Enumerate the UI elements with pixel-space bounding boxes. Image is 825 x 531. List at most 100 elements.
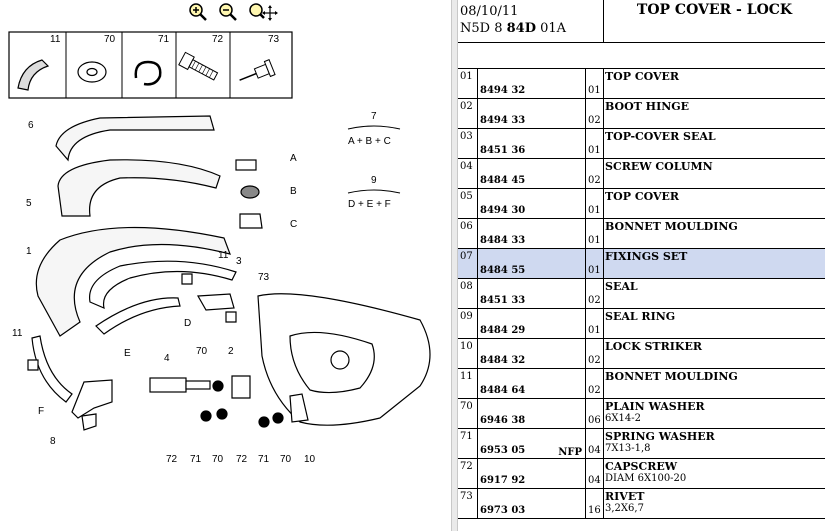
- ref-cell: 8484 45: [478, 159, 586, 188]
- part-reference: 8494 33: [480, 115, 526, 126]
- row-number: 02: [458, 99, 478, 128]
- part-reference: 8451 33: [480, 295, 526, 306]
- zoom-in-icon[interactable]: [188, 2, 210, 22]
- part-description: BOOT HINGE: [605, 100, 690, 113]
- row-number: 04: [458, 159, 478, 188]
- part-reference: 8484 45: [480, 175, 526, 186]
- callout-4: 4: [164, 353, 170, 364]
- row-number: 07: [458, 249, 478, 278]
- qty-cell: 02: [586, 279, 604, 308]
- callout-5: 5: [26, 198, 32, 209]
- desc-cell: SEAL RING: [604, 309, 825, 338]
- header-spacer-row: [458, 43, 825, 69]
- page-title: TOP COVER - LOCK: [636, 2, 793, 18]
- qty-cell: 01: [586, 129, 604, 158]
- row-number: 08: [458, 279, 478, 308]
- ref-cell: 8451 33: [478, 279, 586, 308]
- part-dimensions: 6X14-2: [605, 413, 641, 424]
- part-description: BONNET MOULDING: [605, 370, 738, 383]
- part-description: FIXINGS SET: [605, 250, 688, 263]
- header-info: 08/10/11 N5D 8 84D 01A: [458, 0, 604, 43]
- part-reference: 6973 03: [480, 505, 526, 516]
- callout-73: 73: [258, 272, 270, 283]
- part-quantity: 02: [588, 115, 601, 126]
- part-description: SEAL RING: [605, 310, 676, 323]
- row-number: 03: [458, 129, 478, 158]
- desc-cell: BONNET MOULDING: [604, 369, 825, 398]
- qty-cell: 01: [586, 219, 604, 248]
- part-quantity: 01: [588, 145, 601, 156]
- part-quantity: 01: [588, 85, 601, 96]
- zoom-out-icon[interactable]: [218, 2, 240, 22]
- callout-71b: 71: [258, 454, 270, 465]
- desc-cell: TOP COVER: [604, 69, 825, 98]
- qty-cell: 01: [586, 249, 604, 278]
- ref-cell: 8494 30: [478, 189, 586, 218]
- ref-cell: 6973 03: [478, 489, 586, 518]
- desc-cell: FIXINGS SET: [604, 249, 825, 278]
- callout-11b: 11: [12, 328, 23, 339]
- part-description: TOP-COVER SEAL: [605, 130, 716, 143]
- part-reference: 8484 33: [480, 235, 526, 246]
- panel-splitter[interactable]: [451, 0, 458, 531]
- part-description: TOP COVER: [605, 70, 680, 83]
- part-quantity: 02: [588, 385, 601, 396]
- desc-cell: LOCK STRIKER: [604, 339, 825, 368]
- exploded-parts-diagram: 11 70 71 72 73 7 A + B + C 9 D + E + F: [8, 31, 431, 465]
- part-quantity: 02: [588, 355, 601, 366]
- part-quantity: 04: [588, 445, 601, 456]
- desc-cell: TOP COVER: [604, 189, 825, 218]
- callout-11: 11: [218, 250, 229, 261]
- moulding-icon: [17, 59, 50, 91]
- parts-list-panel: 08/10/11 N5D 8 84D 01A TOP COVER - LOCK …: [458, 0, 825, 531]
- ref-cell: 8484 55: [478, 249, 586, 278]
- callout-E: E: [124, 348, 131, 359]
- callout-71: 71: [190, 454, 202, 465]
- callout-C: C: [290, 219, 297, 230]
- row-number: 10: [458, 339, 478, 368]
- ref-cell: 8484 33: [478, 219, 586, 248]
- legend-label-73: 73: [268, 34, 280, 45]
- row-number: 70: [458, 399, 478, 428]
- parts-header: 08/10/11 N5D 8 84D 01A TOP COVER - LOCK: [458, 0, 825, 43]
- callout-2: 2: [228, 346, 234, 357]
- ref-cell: 8494 32: [478, 69, 586, 98]
- callout-6: 6: [28, 120, 34, 131]
- part-quantity: 01: [588, 235, 601, 246]
- ref-cell: 8484 64: [478, 369, 586, 398]
- part-description: SPRING WASHER: [605, 430, 715, 443]
- qty-cell: 02: [586, 369, 604, 398]
- part-description: RIVET: [605, 490, 645, 503]
- callout-D: D: [184, 318, 191, 329]
- callout-3: 3: [236, 256, 242, 267]
- part-dimensions: DIAM 6X100-20: [605, 473, 687, 484]
- zoom-pan-icon[interactable]: [248, 2, 280, 22]
- kit-7-formula: A + B + C: [348, 136, 391, 147]
- callout-72: 72: [166, 454, 178, 465]
- part-reference: 8484 64: [480, 385, 526, 396]
- kit-legend: 7 A + B + C 9 D + E + F: [347, 111, 401, 210]
- part-reference: 8484 55: [480, 265, 526, 276]
- part-reference: 6917 92: [480, 475, 526, 486]
- ref-cell: 8484 29: [478, 309, 586, 338]
- part-quantity: 02: [588, 295, 601, 306]
- part-description: PLAIN WASHER: [605, 400, 705, 413]
